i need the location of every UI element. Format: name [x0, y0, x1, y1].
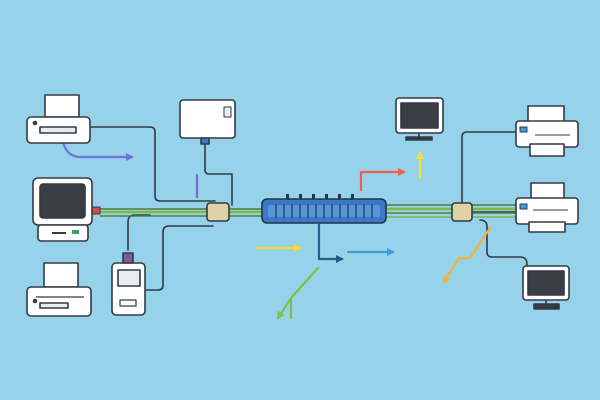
monitor-bottom-right: [522, 265, 570, 310]
printer-bottom-left: [26, 262, 92, 317]
monitor-top-center: [395, 97, 444, 141]
cable-handheld: [127, 214, 151, 251]
cables: [89, 126, 528, 291]
switch-ports: [275, 204, 373, 218]
printer-top-right: [515, 105, 579, 157]
cable-router-top: [204, 139, 233, 206]
printer-top-left: [26, 94, 91, 144]
handheld-device: [111, 252, 146, 316]
arrow-green: [278, 266, 320, 318]
monitor-crt-left: [32, 177, 93, 242]
cable-monitor-bottom-right: [479, 219, 528, 273]
arrow-red-orange: [359, 168, 406, 192]
arrows: [61, 140, 492, 318]
arrow-amber: [442, 226, 492, 284]
coupler-left: [206, 202, 230, 222]
cable-printer-top-left: [89, 126, 216, 202]
arrow-navy: [317, 222, 344, 263]
router-top: [179, 99, 236, 145]
coupler-right: [451, 202, 473, 222]
cable-printer-bottom-left: [144, 225, 214, 291]
printer-mid-right: [515, 182, 579, 233]
arrow-blue-violet: [61, 140, 134, 161]
cable-printer-top-right: [461, 131, 517, 205]
network-switch: [261, 194, 387, 224]
